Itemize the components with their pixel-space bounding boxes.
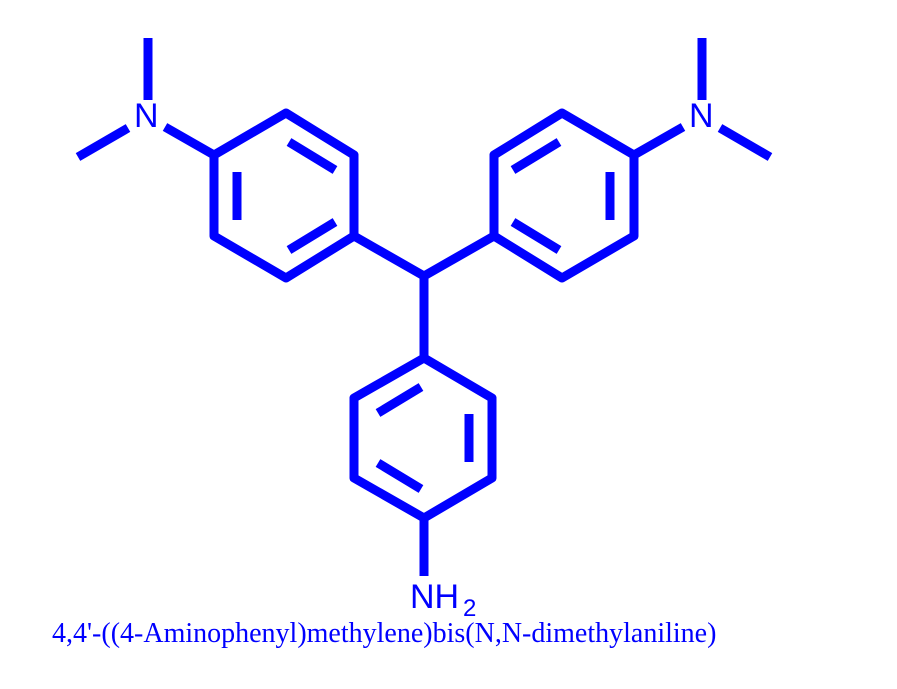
bond-right-ring-n xyxy=(631,123,686,159)
compound-name: 4,4'-((4-Aminophenyl)methylene)bis(N,N-d… xyxy=(52,618,717,649)
atom-n-right: N xyxy=(689,97,714,135)
ring-left-double-3 xyxy=(286,218,338,254)
bond-right-ring-center xyxy=(421,232,497,280)
ring-bottom-double-3 xyxy=(375,459,424,493)
bond-left-ring-center xyxy=(351,232,427,280)
bond-right-methyl-side xyxy=(717,124,773,161)
bond-left-n-ring xyxy=(162,123,217,159)
bond-left-methyl-side xyxy=(75,124,131,161)
atom-nh2-subscript: 2 xyxy=(463,595,476,622)
ring-left xyxy=(209,108,359,283)
atom-nh2: NH xyxy=(410,578,459,616)
ring-right-double-1 xyxy=(510,138,562,174)
ring-bottom-double-1 xyxy=(375,383,424,417)
ring-right-double-3 xyxy=(510,218,562,254)
atom-n-left: N xyxy=(134,97,159,135)
ring-left-double-1 xyxy=(286,138,338,174)
